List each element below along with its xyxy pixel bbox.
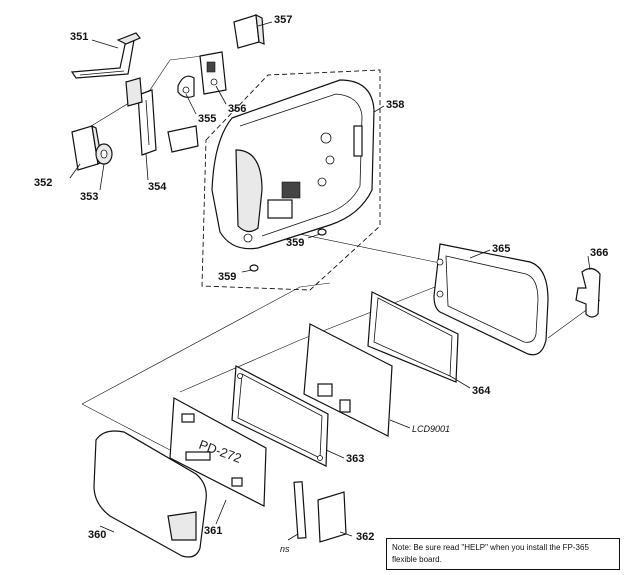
label-ns: ns: [280, 544, 290, 554]
part-358-cabinet: [211, 79, 375, 250]
label-352: 352: [34, 177, 52, 189]
part-363-chassis: [231, 365, 329, 467]
label-360: 360: [88, 529, 106, 541]
label-363: 363: [346, 453, 364, 465]
part-359-screw-a: [317, 228, 327, 236]
label-361: 361: [204, 525, 222, 537]
leader-lines: [69, 21, 591, 541]
part-359-screw-b: [249, 264, 259, 272]
guide-left-parts: [87, 54, 211, 129]
part-366-clip: [575, 267, 601, 318]
label-366: 366: [590, 247, 608, 259]
label-354: 354: [148, 181, 167, 193]
install-note: Note: Be sure read "HELP" when you insta…: [386, 538, 620, 570]
label-356: 356: [228, 103, 246, 115]
label-355: 355: [198, 113, 216, 125]
alignment-guides: [81, 282, 331, 405]
guide-lower: [81, 403, 171, 451]
label-359-b: 359: [218, 271, 236, 283]
part-354-hinge-shaft: [125, 77, 199, 156]
part-353-knob: [95, 143, 113, 165]
label-357: 357: [274, 14, 292, 26]
label-365: 365: [492, 243, 510, 255]
part-361-circuit-board: PD-272: [169, 397, 267, 507]
label-359-a: 359: [286, 237, 304, 249]
label-353: 353: [80, 191, 98, 203]
label-351: 351: [70, 31, 88, 43]
part-357-bracket: [233, 13, 265, 49]
part-ns-flex: [293, 481, 307, 539]
label-lcd9001: LCD9001: [412, 424, 450, 434]
assembly-358-boundary: [201, 69, 381, 291]
part-356-hinge: [199, 51, 227, 95]
label-358: 358: [386, 99, 404, 111]
label-364: 364: [472, 385, 491, 397]
part-355-clip: [177, 75, 195, 98]
label-362: 362: [356, 531, 374, 543]
part-lcd9001-panel: [303, 323, 393, 437]
part-360-rear-cover: [93, 430, 207, 558]
part-362-sheet: [317, 491, 347, 543]
part-351-flex-cable: [70, 32, 141, 79]
part-365-lcd-bezel: [433, 243, 549, 356]
